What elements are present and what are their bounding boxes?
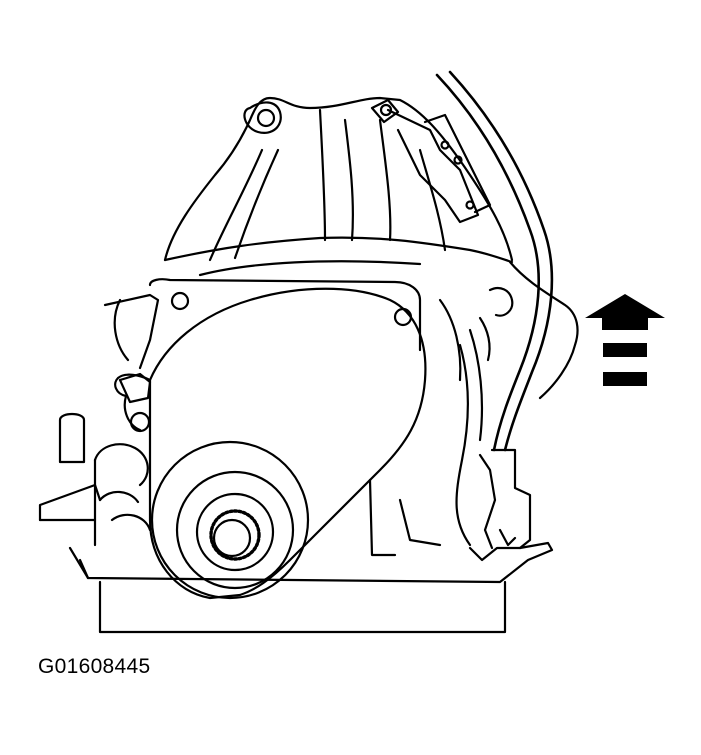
pump-face-plate (103, 278, 422, 370)
cable-tube (435, 70, 554, 452)
up-arrow-icon (585, 294, 665, 386)
input-shaft-flange (150, 440, 310, 600)
figure-code: G01608445 (38, 655, 151, 678)
oil-pan (38, 483, 554, 634)
lower-right-detail (368, 478, 517, 557)
bell-housing (163, 96, 514, 277)
mounting-bracket (386, 108, 492, 224)
left-side-housing (58, 372, 152, 547)
torque-converter-housing (114, 287, 427, 600)
right-side-housing (438, 260, 579, 550)
